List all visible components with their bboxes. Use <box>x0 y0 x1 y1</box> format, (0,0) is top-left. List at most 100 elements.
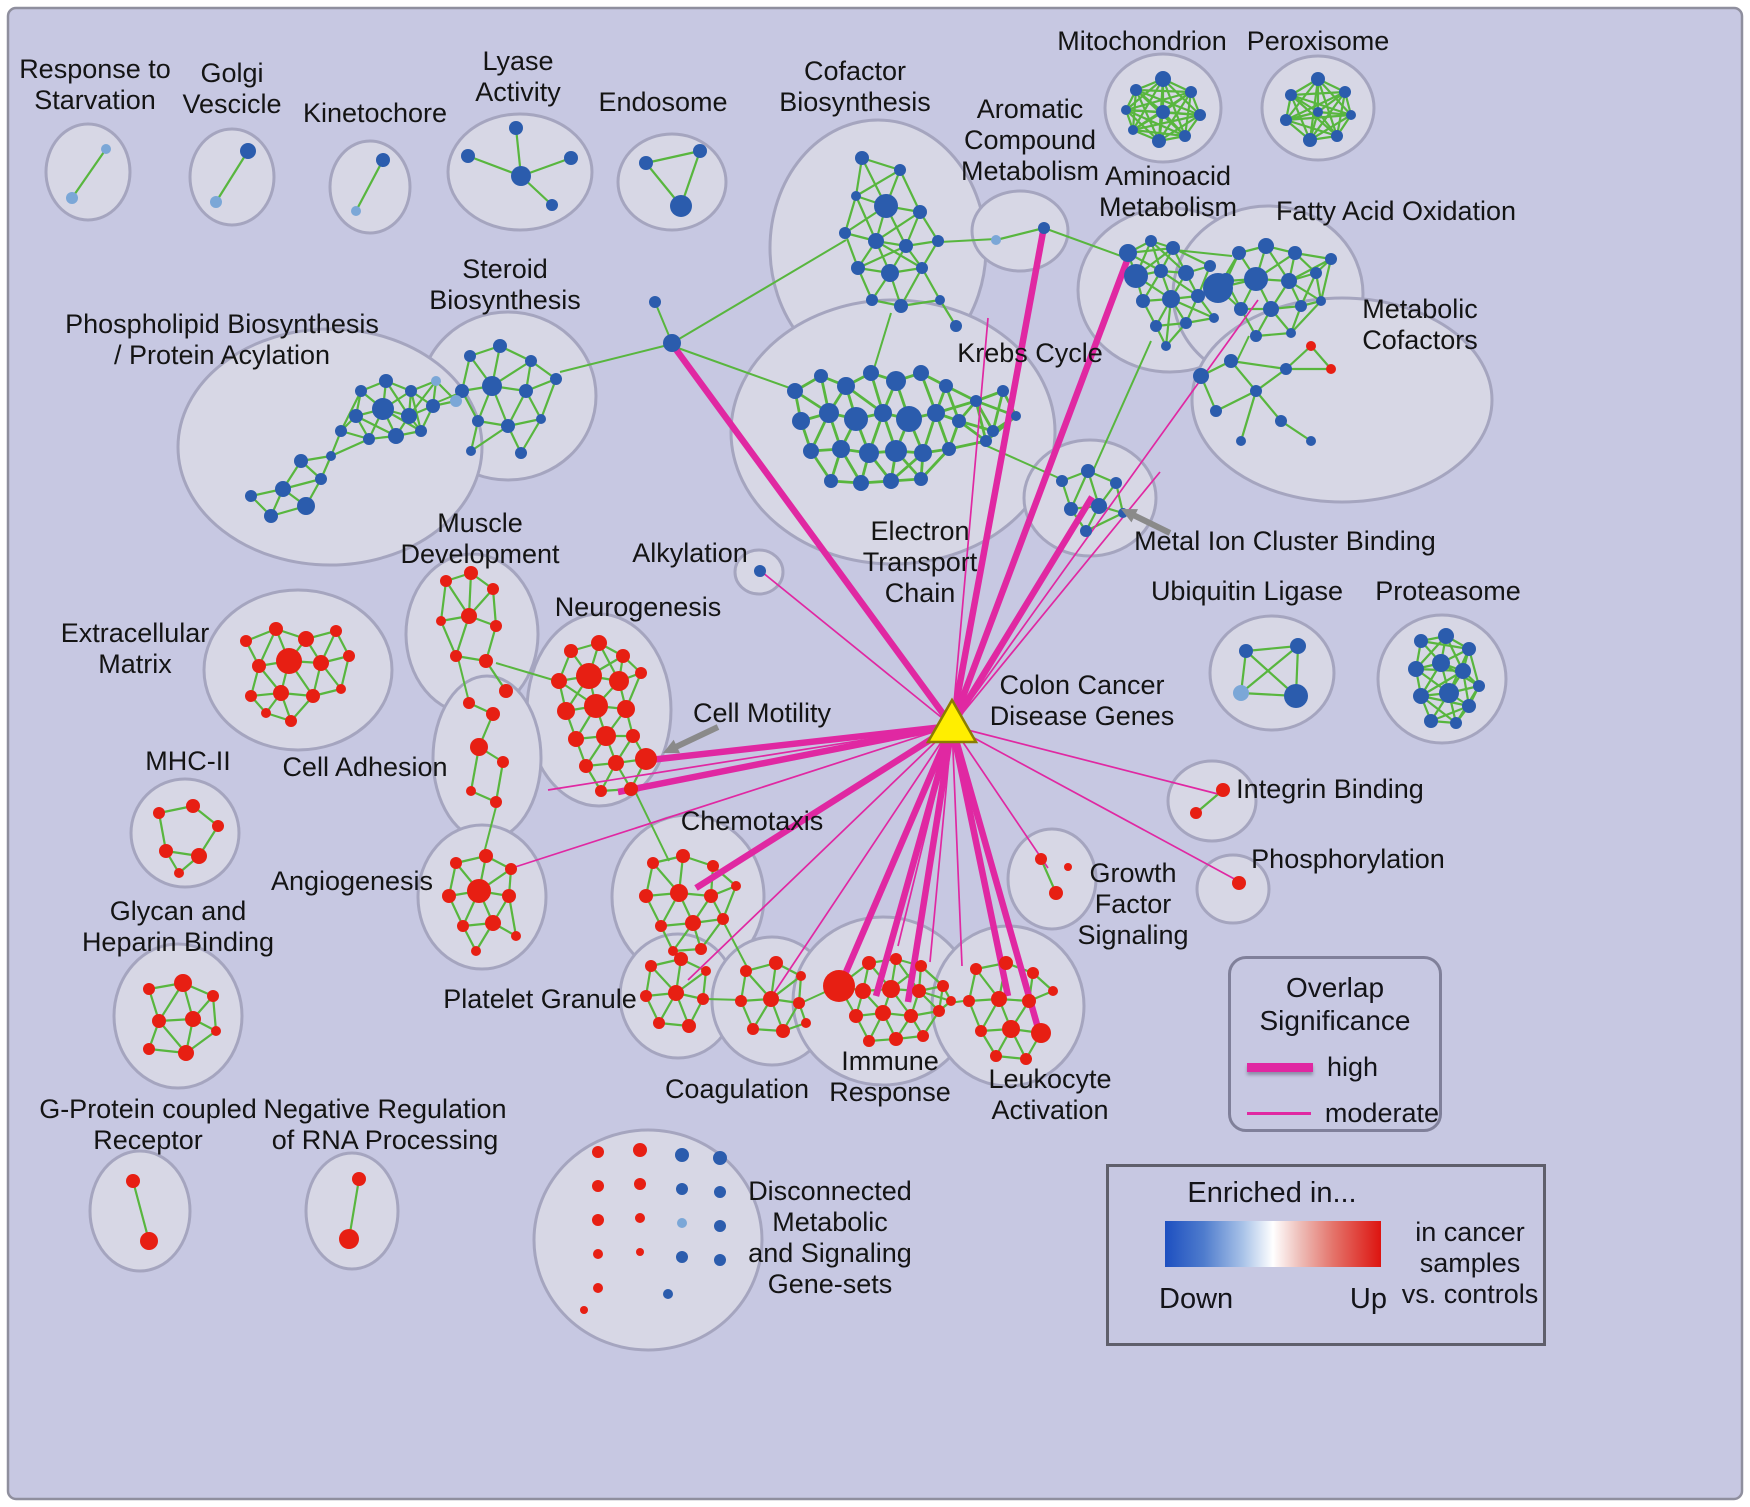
intercluster-link <box>722 920 749 970</box>
angiogenesis-node <box>442 889 456 903</box>
intercluster-link <box>1043 227 1122 257</box>
lyase-activity-node <box>511 166 531 186</box>
angiogenesis-node <box>485 915 501 931</box>
peroxisome-edge <box>1285 91 1346 121</box>
metabolic-cofactors-node <box>1326 364 1336 374</box>
overlap-edge-moderate <box>951 317 989 727</box>
steroid-biosynthesis-edge <box>539 378 558 420</box>
metabolic-cofactors-edge <box>1280 420 1312 442</box>
intercluster-link <box>678 239 847 340</box>
moderate-significance-line-sample <box>1247 1112 1311 1115</box>
endosome-node <box>670 195 692 217</box>
aminoacid-metabolism-node <box>1204 260 1216 272</box>
peroxisome-node <box>1280 114 1292 126</box>
integrin-binding-ellipse <box>1166 759 1258 843</box>
muscle-development-node <box>499 684 513 698</box>
platelet-granule-label: Platelet Granule <box>443 984 637 1014</box>
leukocyte-activation-node <box>999 956 1013 970</box>
overlap-legend-title-line1: Overlap <box>1285 972 1385 1003</box>
mhc-ii-label: MHC-II <box>145 746 230 776</box>
peroxisome-node <box>1303 133 1317 147</box>
glycan-and-heparin-binding-node <box>185 1011 201 1027</box>
leukocyte-activation-node <box>991 991 1007 1007</box>
muscle-development-node <box>436 616 446 626</box>
leukocyte-activation-ellipse <box>930 924 1086 1088</box>
platelet-granule-node <box>701 966 711 976</box>
proteasome-node <box>1455 663 1471 679</box>
ubiquitin-ligase-node <box>1233 685 1249 701</box>
glycan-and-heparin-binding-node <box>207 990 219 1002</box>
aromatic-compound-metabolism-node <box>991 235 1001 245</box>
steroid-biosynthesis-node <box>464 350 476 362</box>
steroid-biosynthesis-node <box>515 447 527 459</box>
aminoacid-metabolism-node <box>1191 289 1205 303</box>
metal-ion-cluster-binding-node <box>1064 502 1078 516</box>
muscle-development-node <box>487 583 499 595</box>
fatty-acid-oxidation-node <box>1316 296 1326 306</box>
fatty-acid-oxidation-node <box>1234 302 1248 316</box>
cofactor-biosynthesis-node <box>839 227 851 239</box>
extracellular-matrix-node <box>273 685 289 701</box>
cofactor-biosynthesis-node <box>866 294 878 306</box>
steroid-biosynthesis-node <box>519 384 533 398</box>
electron-transport-chain-node <box>913 365 929 381</box>
aminoacid-metabolism-node <box>1124 264 1148 288</box>
golgi-vescicle-edge <box>215 150 249 203</box>
neurogenesis-node <box>608 755 624 771</box>
proteasome-node <box>1432 654 1450 672</box>
cell-adhesion-label: Cell Adhesion <box>282 752 447 782</box>
chemotaxis-node <box>668 946 678 956</box>
metabolic-cofactors-node <box>1280 363 1292 375</box>
cofactor-biosynthesis-node <box>894 299 908 313</box>
glycan-and-heparin-binding-node <box>178 1045 194 1061</box>
electron-transport-chain-node <box>970 395 982 407</box>
metabolic-cofactors-edge <box>1255 368 1287 392</box>
disconnected-gene-sets-node <box>592 1180 604 1192</box>
overlap-edge-moderate <box>511 725 953 869</box>
overlap-edge-high <box>948 725 1012 997</box>
mhc-ii-node <box>153 807 165 819</box>
phospholipid-biosynthesis-protein-acylation-node <box>379 374 393 388</box>
muscle-development-node <box>450 650 462 662</box>
cofactor-biosynthesis-node <box>851 191 861 201</box>
aminoacid-metabolism-node <box>1145 235 1157 247</box>
neurogenesis-node <box>624 782 638 796</box>
kinetochore-node <box>376 153 390 167</box>
overlap-edge-high <box>904 725 956 1003</box>
disconnected-gene-sets-node <box>636 1248 644 1256</box>
endosome-node <box>639 156 653 170</box>
disconnected-gene-sets-node <box>676 1251 688 1263</box>
coagulation-node <box>796 971 806 981</box>
muscle-development-edge <box>491 588 498 627</box>
metal-ion-cluster-binding-node <box>1081 464 1095 478</box>
chemotaxis-node <box>670 884 688 902</box>
angiogenesis-node <box>457 920 469 932</box>
disconnected-gene-sets-ellipse <box>532 1128 764 1352</box>
neurogenesis-node <box>595 785 607 797</box>
metabolic-cofactors-node <box>1224 354 1238 368</box>
coagulation-node <box>740 965 752 977</box>
metabolic-cofactors-node <box>1193 368 1209 384</box>
high-significance-label: high <box>1327 1052 1379 1082</box>
intercluster-link <box>1174 249 1233 257</box>
fatty-acid-oxidation-node <box>1288 246 1302 260</box>
overlap-edge-high <box>949 495 1095 728</box>
overlap-edge-high <box>837 724 955 988</box>
immune-response-node <box>823 970 855 1002</box>
lyase-activity-node <box>546 199 558 211</box>
peroxisome-label: Peroxisome <box>1247 26 1390 56</box>
extracellular-matrix-node <box>330 625 342 637</box>
disconnected-gene-sets-node <box>593 1249 603 1259</box>
neurogenesis-node <box>635 748 657 770</box>
fatty-acid-oxidation-node <box>1244 267 1268 291</box>
cofactor-biosynthesis-node <box>935 295 945 305</box>
angiogenesis-node <box>505 863 517 875</box>
metal-ion-cluster-binding-node <box>1080 525 1092 537</box>
intercluster-link <box>1235 335 1250 364</box>
mitochondrion-node <box>1152 134 1166 148</box>
mitochondrion-node <box>1121 105 1131 115</box>
